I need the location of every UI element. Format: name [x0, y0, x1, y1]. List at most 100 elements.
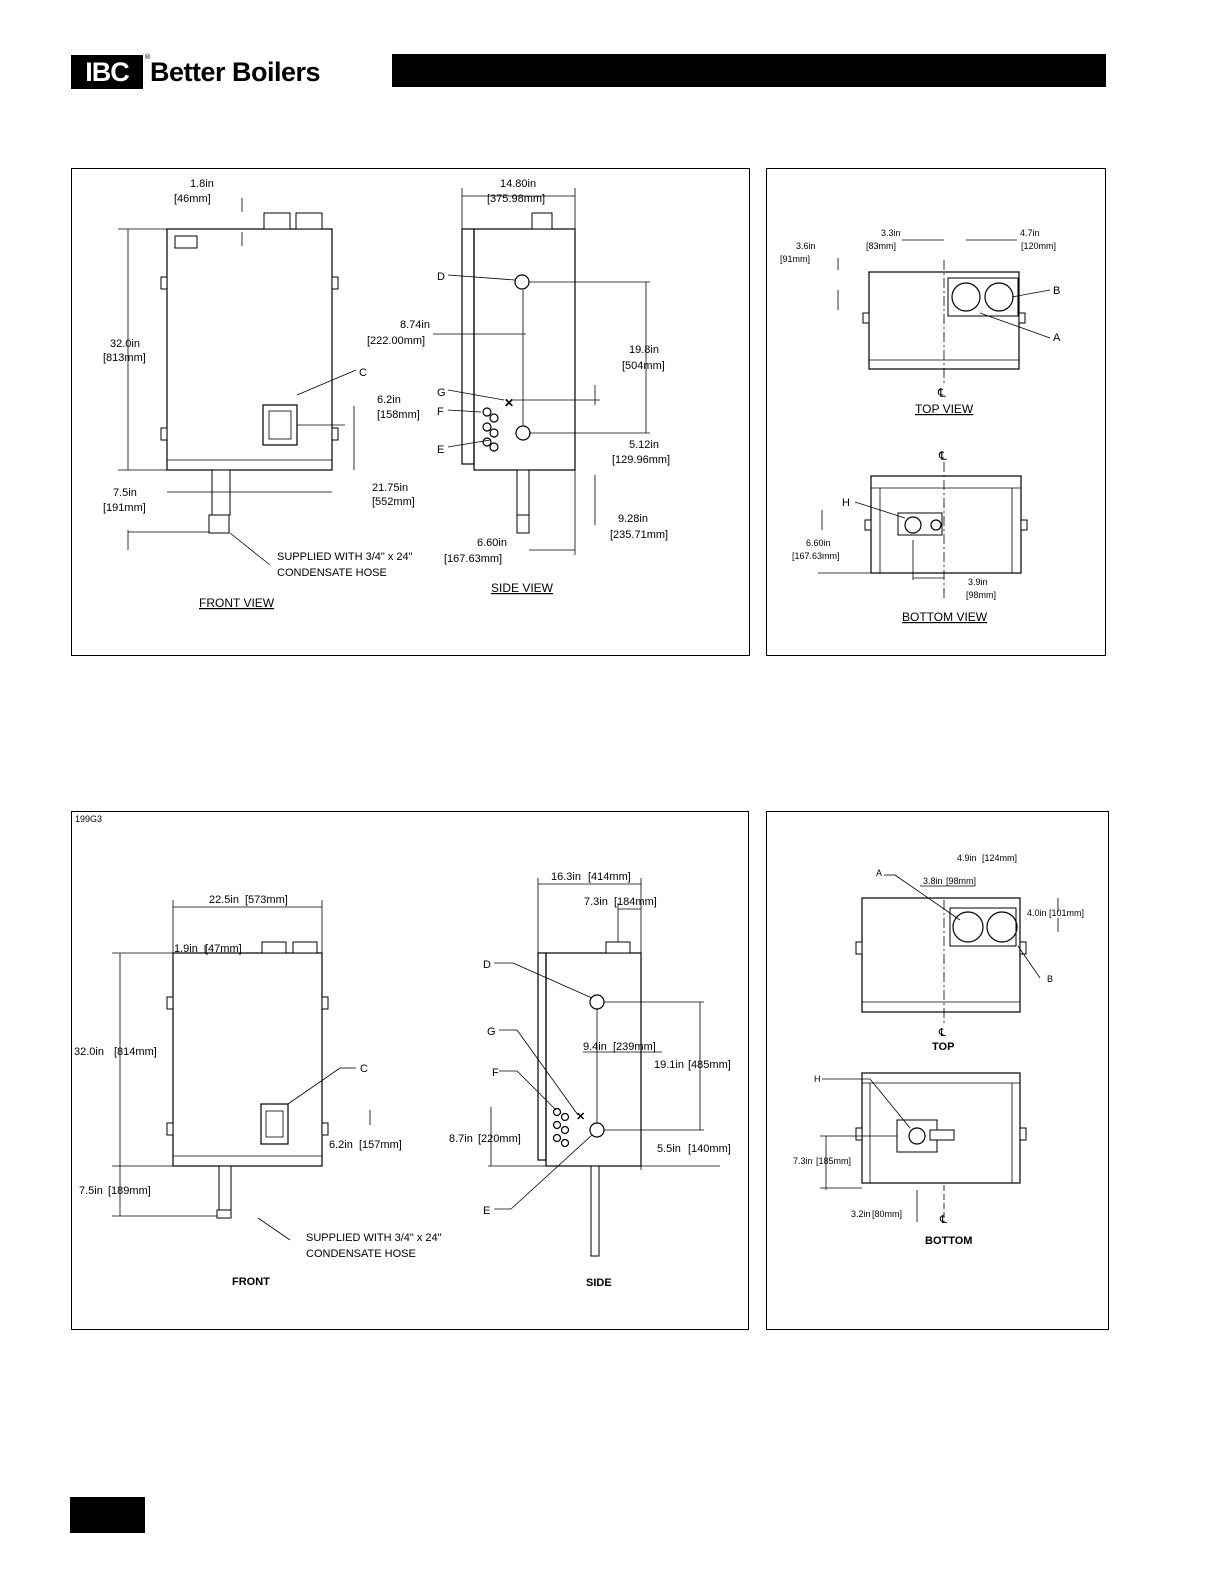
dim-a-in: 3.6in	[796, 241, 816, 251]
dim-a-mm: [124mm]	[982, 853, 1017, 863]
dim-c-in: 4.0in	[1027, 908, 1047, 918]
dim-offset-in: 8.74in	[400, 319, 430, 331]
ibc-logo-mark: IBC	[71, 55, 143, 89]
dim-b-mm: [80mm]	[872, 1209, 902, 1219]
dim-drain-in: 6.60in	[477, 537, 507, 549]
upper-side-panel	[766, 168, 1106, 656]
dim-e-mm: [140mm]	[688, 1143, 731, 1155]
label-c: C	[360, 1063, 368, 1075]
dim-offset-mm: [222.00mm]	[367, 335, 425, 347]
vent-port-b	[986, 911, 1018, 943]
label-c: C	[359, 367, 367, 379]
dim-e-in: 5.12in	[629, 439, 659, 451]
vent-port-a	[952, 911, 984, 943]
dim-top-mm: [47mm]	[205, 943, 242, 955]
dim-c-mm: [157mm]	[359, 1139, 402, 1151]
vent-port-a	[951, 282, 981, 312]
drain-port-h	[904, 516, 922, 534]
dim-depth-mm: [375.98mm]	[487, 193, 545, 205]
condensate-fitting	[208, 514, 230, 534]
side-view-title: SIDE VIEW	[491, 581, 554, 595]
dim-height-in: 32.0in	[110, 338, 140, 350]
bottom-cabinet	[861, 1072, 1021, 1184]
drawing-code: 199G3	[75, 814, 102, 824]
label-d: D	[437, 271, 445, 283]
dim-c-in: 6.2in	[329, 1139, 353, 1151]
dim-c-in: 6.2in	[377, 394, 401, 406]
upper-main-panel	[71, 168, 750, 656]
port-g-marker: ✕	[504, 396, 514, 410]
dim-top-in: 1.8in	[190, 178, 214, 190]
dim-c-mm: [120mm]	[1021, 241, 1056, 251]
dim-de-mm: [504mm]	[622, 360, 665, 372]
lower-side-panel	[766, 811, 1109, 1330]
dim-vent-mm: [184mm]	[614, 896, 657, 908]
dim-drain-mm: [167.63mm]	[444, 553, 502, 565]
front-view-title: FRONT VIEW	[199, 596, 275, 610]
label-f: F	[437, 406, 444, 418]
bottom-cabinet	[870, 475, 1022, 574]
label-a: A	[1053, 332, 1061, 344]
port-e	[515, 425, 531, 441]
dim-width-mm: [552mm]	[372, 496, 415, 508]
dim-drain-in: 7.5in	[113, 487, 137, 499]
dim-height-mm: [813mm]	[103, 352, 146, 364]
header-bar	[392, 54, 1106, 87]
upper-bottom-view: ℄ H 6.60in [167.63mm] 3.9in [98mm] BOTTO…	[792, 449, 1028, 624]
dim-b-in: 3.8in	[923, 876, 943, 886]
label-b: B	[1047, 974, 1053, 984]
top-view-title: TOP VIEW	[915, 402, 974, 416]
page-number-tab	[70, 1497, 145, 1533]
boiler-cabinet	[172, 952, 323, 1167]
dim-b-in: 3.3in	[881, 228, 901, 238]
dim-a-mm: [91mm]	[780, 254, 810, 264]
label-a: A	[876, 868, 882, 878]
vent-collar	[295, 212, 323, 230]
hose-note-line-1: SUPPLIED WITH 3/4" x 24"	[306, 1232, 442, 1244]
label-f: F	[492, 1067, 499, 1079]
dim-f-in: 8.7in	[449, 1133, 473, 1145]
label-h: H	[842, 497, 850, 509]
dim-a-in: 7.3in	[793, 1156, 813, 1166]
dim-offset-in: 9.4in	[583, 1041, 607, 1053]
centerline-mark: ℄	[937, 386, 946, 400]
boiler-cabinet	[166, 228, 333, 471]
lower-bottom-view: H 7.3in [185mm] 3.2in [80mm] ℄ BOTTOM	[793, 1072, 1027, 1247]
label-g: G	[487, 1026, 496, 1038]
dim-de-mm: [485mm]	[688, 1059, 731, 1071]
dim-c-mm: [158mm]	[377, 409, 420, 421]
dim-c-in: 4.7in	[1020, 228, 1040, 238]
port-d	[514, 274, 530, 290]
upper-top-view: 3.3in [83mm] 4.7in [120mm] 3.6in [91mm] …	[780, 228, 1061, 416]
dim-a-mm: [167.63mm]	[792, 551, 840, 561]
lower-side-view: ✕ 16.3in [414mm] 7.3in [184mm] D G 9.4in…	[449, 871, 731, 1289]
bottom-view-title: BOTTOM VIEW	[902, 610, 988, 624]
dim-offset-mm: [239mm]	[613, 1041, 656, 1053]
port-f-cluster	[482, 407, 499, 452]
dim-drain-mm: [189mm]	[108, 1185, 151, 1197]
dim-bottom-mm: [235.71mm]	[610, 529, 668, 541]
dim-drain-in: 7.5in	[79, 1185, 103, 1197]
hose-note-line-2: CONDENSATE HOSE	[306, 1248, 416, 1260]
label-d: D	[483, 959, 491, 971]
dim-c-mm: [101mm]	[1049, 908, 1084, 918]
dim-f-mm: [220mm]	[478, 1133, 521, 1145]
top-title: TOP	[932, 1041, 954, 1053]
label-e: E	[483, 1205, 490, 1217]
dim-height-mm: [814mm]	[114, 1046, 157, 1058]
dim-depth-in: 16.3in	[551, 871, 581, 883]
lower-top-view: 4.9in [124mm] A 3.8in [98mm] 4.0in [101m…	[855, 853, 1084, 1053]
centerline-mark: ℄	[939, 1214, 947, 1226]
dim-b-in: 3.2in	[851, 1209, 871, 1219]
dim-a-in: 6.60in	[806, 538, 831, 548]
centerline-mark: ℄	[938, 449, 947, 463]
dim-e-mm: [129.96mm]	[612, 454, 670, 466]
upper-front-view: 1.8in [46mm] 32.0in [813mm] C 6.2in [158…	[103, 178, 420, 610]
label-e: E	[437, 444, 444, 456]
dim-vent-in: 7.3in	[584, 896, 608, 908]
dim-b-mm: [98mm]	[966, 590, 996, 600]
label-h: H	[814, 1074, 821, 1084]
port-d	[589, 994, 605, 1010]
vent-collar	[263, 212, 291, 230]
